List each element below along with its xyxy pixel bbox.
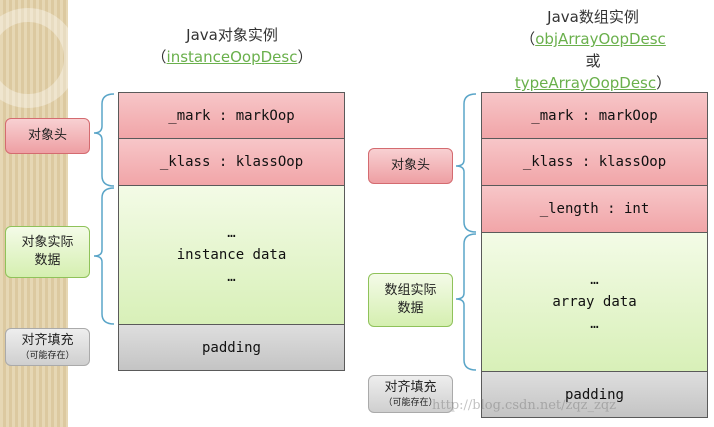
right-data-dots-bottom: … (590, 316, 599, 332)
right-mark-text: _mark : markOop (531, 107, 658, 124)
left-klass-text: _klass : klassOop (159, 154, 304, 170)
right-klass-row: _klass : klassOop (481, 138, 708, 186)
right-klass-text: _klass : klassOop (522, 154, 667, 170)
right-header-label-text: 对象头 (390, 158, 430, 173)
left-padding-label-text: 对齐填充 (21, 333, 74, 348)
right-data-label: 数组实际 数据 (368, 273, 453, 327)
left-header-label: 对象头 (5, 118, 90, 154)
right-data-label-line2: 数据 (397, 301, 424, 316)
right-padding-text: padding (564, 386, 624, 403)
right-data-brace (455, 233, 477, 371)
paren-open: （ (520, 30, 536, 48)
left-header-brace (93, 93, 115, 187)
left-class-link[interactable]: instanceOopDesc (166, 48, 298, 66)
right-padding-label: 对齐填充 （可能存在） (368, 375, 453, 413)
paren-close: ） (656, 74, 672, 92)
left-padding-text: padding (201, 339, 261, 356)
right-data-dots-top: … (590, 272, 599, 288)
right-padding-label-note: （可能存在） (383, 398, 438, 408)
right-class-link-2[interactable]: typeArrayOopDesc (514, 74, 657, 92)
right-subtitle-2: typeArrayOopDesc） (480, 72, 706, 94)
watermark: http://blog.csdn.net/zqz_zqz (432, 398, 617, 413)
left-data-label: 对象实际 数据 (5, 226, 90, 278)
right-class-link-1[interactable]: objArrayOopDesc (535, 30, 666, 48)
left-header-label-text: 对象头 (27, 128, 67, 143)
left-data-dots-top: … (227, 225, 236, 241)
paren-open: （ (151, 48, 167, 66)
left-mark-row: _mark : markOop (118, 92, 345, 139)
left-title-block: Java对象实例 （instanceOopDesc） (120, 24, 344, 68)
left-klass-row: _klass : klassOop (118, 138, 345, 186)
left-data-text: instance data (176, 247, 287, 263)
left-instance-data-row: … instance data … (118, 185, 345, 325)
right-header-brace (455, 93, 477, 233)
left-mark-text: _mark : markOop (168, 107, 295, 124)
right-array-data-row: … array data … (481, 232, 708, 372)
right-length-row: _length : int (481, 185, 708, 233)
right-length-text: _length : int (539, 201, 650, 217)
left-data-label-line1: 对象实际 (21, 235, 74, 250)
left-padding-label: 对齐填充 （可能存在） (5, 328, 90, 366)
left-padding-label-note: （可能存在） (20, 351, 75, 361)
right-padding-row: padding (481, 371, 708, 418)
left-data-dots-bottom: … (227, 269, 236, 285)
right-mark-row: _mark : markOop (481, 92, 708, 139)
right-padding-label-text: 对齐填充 (384, 380, 437, 395)
left-subtitle: （instanceOopDesc） (120, 46, 344, 68)
right-header-label: 对象头 (368, 148, 453, 184)
paren-close: ） (297, 48, 313, 66)
right-subtitle-1: （objArrayOopDesc (480, 28, 706, 50)
right-data-text: array data (552, 294, 637, 310)
left-data-label-line2: 数据 (34, 253, 61, 268)
right-title-block: Java数组实例 （objArrayOopDesc 或 typeArrayOop… (480, 6, 706, 94)
right-data-label-line1: 数组实际 (384, 283, 437, 298)
left-title: Java对象实例 (186, 26, 278, 44)
right-title: Java数组实例 (547, 8, 639, 26)
left-padding-row: padding (118, 324, 345, 371)
left-data-brace (93, 187, 115, 325)
right-or: 或 (585, 52, 601, 70)
